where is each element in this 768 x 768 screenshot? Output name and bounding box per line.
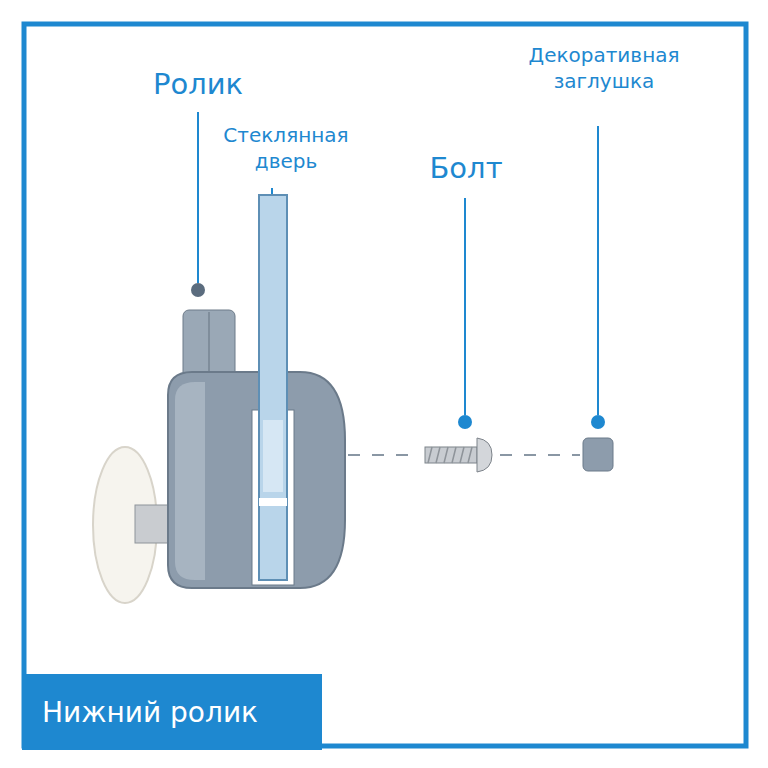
frame-border xyxy=(24,24,746,746)
glass-door xyxy=(259,195,287,580)
band-text: Нижний ролик xyxy=(22,696,258,729)
part-label: Стеклянная дверь xyxy=(201,122,371,174)
post-groove xyxy=(208,312,210,380)
bolt xyxy=(425,438,492,472)
decorative-cap xyxy=(583,438,613,471)
body-highlight xyxy=(175,382,205,580)
leader-line xyxy=(197,112,199,283)
leader-dot xyxy=(458,415,472,429)
leader-line xyxy=(597,126,599,415)
axis-dash xyxy=(348,454,420,456)
leader-dot xyxy=(191,283,205,297)
glass-shine xyxy=(263,420,283,492)
leader-line xyxy=(464,198,466,415)
axis-dash xyxy=(500,454,580,456)
glass-gap xyxy=(259,498,287,506)
part-label: Декоративная заглушка xyxy=(512,42,697,94)
roller-body xyxy=(168,372,345,588)
part-label: Болт xyxy=(396,150,536,188)
title-band: Нижний ролик xyxy=(22,674,322,750)
part-label: Ролик xyxy=(118,66,278,104)
leader-dot xyxy=(591,415,605,429)
